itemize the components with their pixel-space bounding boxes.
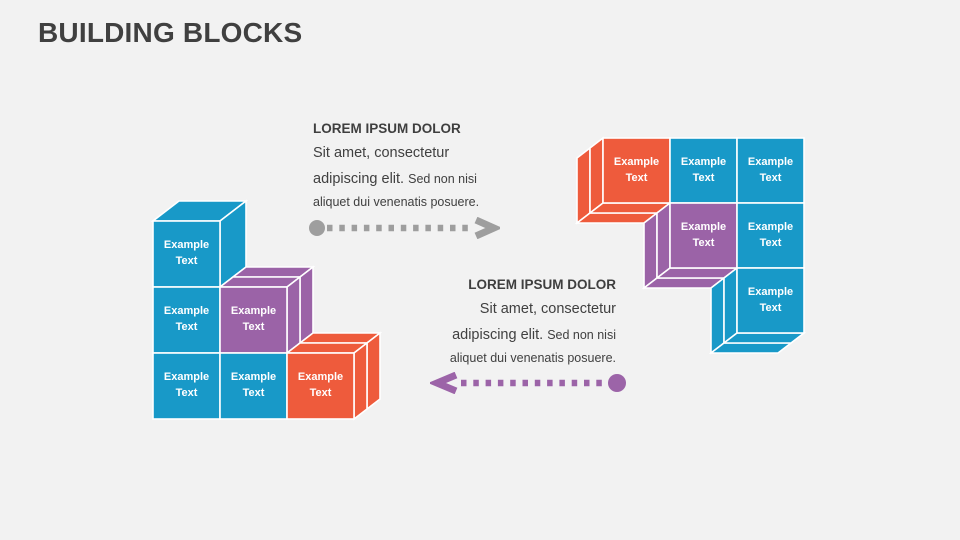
cube-bottom-face xyxy=(708,342,794,354)
callout-body-line: aliquet dui venenatis posuere. xyxy=(313,195,480,209)
cube-side-face xyxy=(366,331,381,411)
cube-front-face xyxy=(669,202,738,269)
arrow-start-dot xyxy=(608,374,626,392)
blocks-left-group xyxy=(150,199,383,421)
cube-side-face xyxy=(656,201,671,280)
arrow-start-dot xyxy=(309,220,325,236)
cube-front-face xyxy=(736,267,805,334)
cube-front-face xyxy=(286,352,355,420)
cube-side-face xyxy=(710,276,725,355)
dotted-arrow-right xyxy=(308,216,503,240)
callout-body-line: Sit amet, consectetur xyxy=(313,145,450,161)
callout-body-small: Sed non nisi xyxy=(547,328,616,342)
callout-body-line: adipiscing elit. Sed non nisi xyxy=(313,166,513,192)
callout-body-line: Sit amet, consectetur xyxy=(479,301,616,317)
cube-label: Example Text xyxy=(230,371,277,399)
callout-body-small: Sed non nisi xyxy=(408,172,477,186)
cube-front-face xyxy=(152,286,221,354)
cube-front-face xyxy=(219,286,288,354)
cube-side-face xyxy=(723,266,738,345)
dotted-arrow-left xyxy=(427,371,626,395)
callout-body-large: adipiscing elit. xyxy=(313,171,405,187)
cube-label: Example Text xyxy=(297,371,344,399)
arrow-head xyxy=(427,371,458,395)
cube-front-face xyxy=(152,352,221,420)
callout-heading: LOREM IPSUM DOLOR xyxy=(468,277,616,292)
cube-label: Example Text xyxy=(163,371,210,399)
callout-body-line: aliquet dui venenatis posuere. xyxy=(449,351,616,365)
cube-side-face xyxy=(353,341,368,421)
cube-label: Example Text xyxy=(680,220,727,249)
callout-body-large: adipiscing elit. xyxy=(452,327,544,343)
cube-label: Example Text xyxy=(163,239,210,267)
cube-label: Example Text xyxy=(680,155,727,184)
cube-side-face xyxy=(589,136,604,215)
callout-top: LOREM IPSUM DOLOR Sit amet, consectetur … xyxy=(313,118,513,212)
cube-label: Example Text xyxy=(747,220,794,249)
callout-heading: LOREM IPSUM DOLOR xyxy=(313,121,461,136)
cube-label: Example Text xyxy=(747,155,794,184)
arrow-head xyxy=(474,216,503,240)
cube-side-face xyxy=(299,265,314,345)
slide-title: BUILDING BLOCKS xyxy=(38,17,303,48)
cube-front-face xyxy=(736,202,805,269)
cube-label: Example Text xyxy=(747,285,794,314)
cube-side-face xyxy=(286,275,301,355)
callout-middle: LOREM IPSUM DOLOR Sit amet, consectetur … xyxy=(416,274,616,368)
cube-side-face xyxy=(643,211,658,290)
cube-side-face xyxy=(576,146,591,225)
cube-label: Example Text xyxy=(163,305,210,333)
cube-bottom-face xyxy=(721,332,807,344)
blocks-right-group xyxy=(574,136,807,355)
cube-front-face xyxy=(152,220,221,288)
callout-body-line: adipiscing elit. Sed non nisi xyxy=(416,322,616,348)
cube-front-face xyxy=(602,137,671,204)
cube-label: Example Text xyxy=(230,305,277,333)
cube-label: Example Text xyxy=(613,155,660,184)
